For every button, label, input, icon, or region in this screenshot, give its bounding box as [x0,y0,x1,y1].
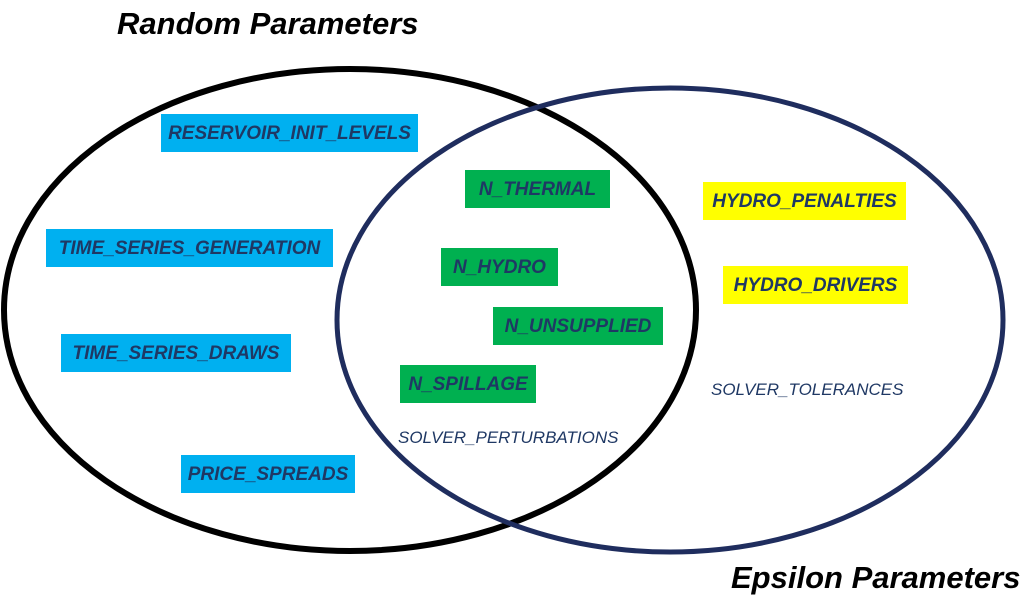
label-reservoir-init-levels: RESERVOIR_INIT_LEVELS [161,114,418,152]
label-solver-tolerances: SOLVER_TOLERANCES [711,380,904,399]
label-n-hydro: N_HYDRO [441,248,558,286]
label-time-series-draws: TIME_SERIES_DRAWS [61,334,291,372]
epsilon-parameters-circle [334,85,1006,555]
label-n-thermal: N_THERMAL [465,170,610,208]
label-hydro-drivers: HYDRO_DRIVERS [723,266,908,304]
label-price-spreads: PRICE_SPREADS [181,455,355,493]
random-parameters-circle [1,66,699,554]
random-parameters-title: Random Parameters [117,6,419,41]
label-time-series-generation: TIME_SERIES_GENERATION [46,229,333,267]
label-n-spillage: N_SPILLAGE [400,365,536,403]
epsilon-parameters-title: Epsilon Parameters [731,560,1021,595]
label-solver-perturbations: SOLVER_PERTURBATIONS [398,428,619,447]
label-hydro-penalties: HYDRO_PENALTIES [703,182,906,220]
label-n-unsupplied: N_UNSUPPLIED [493,307,663,345]
